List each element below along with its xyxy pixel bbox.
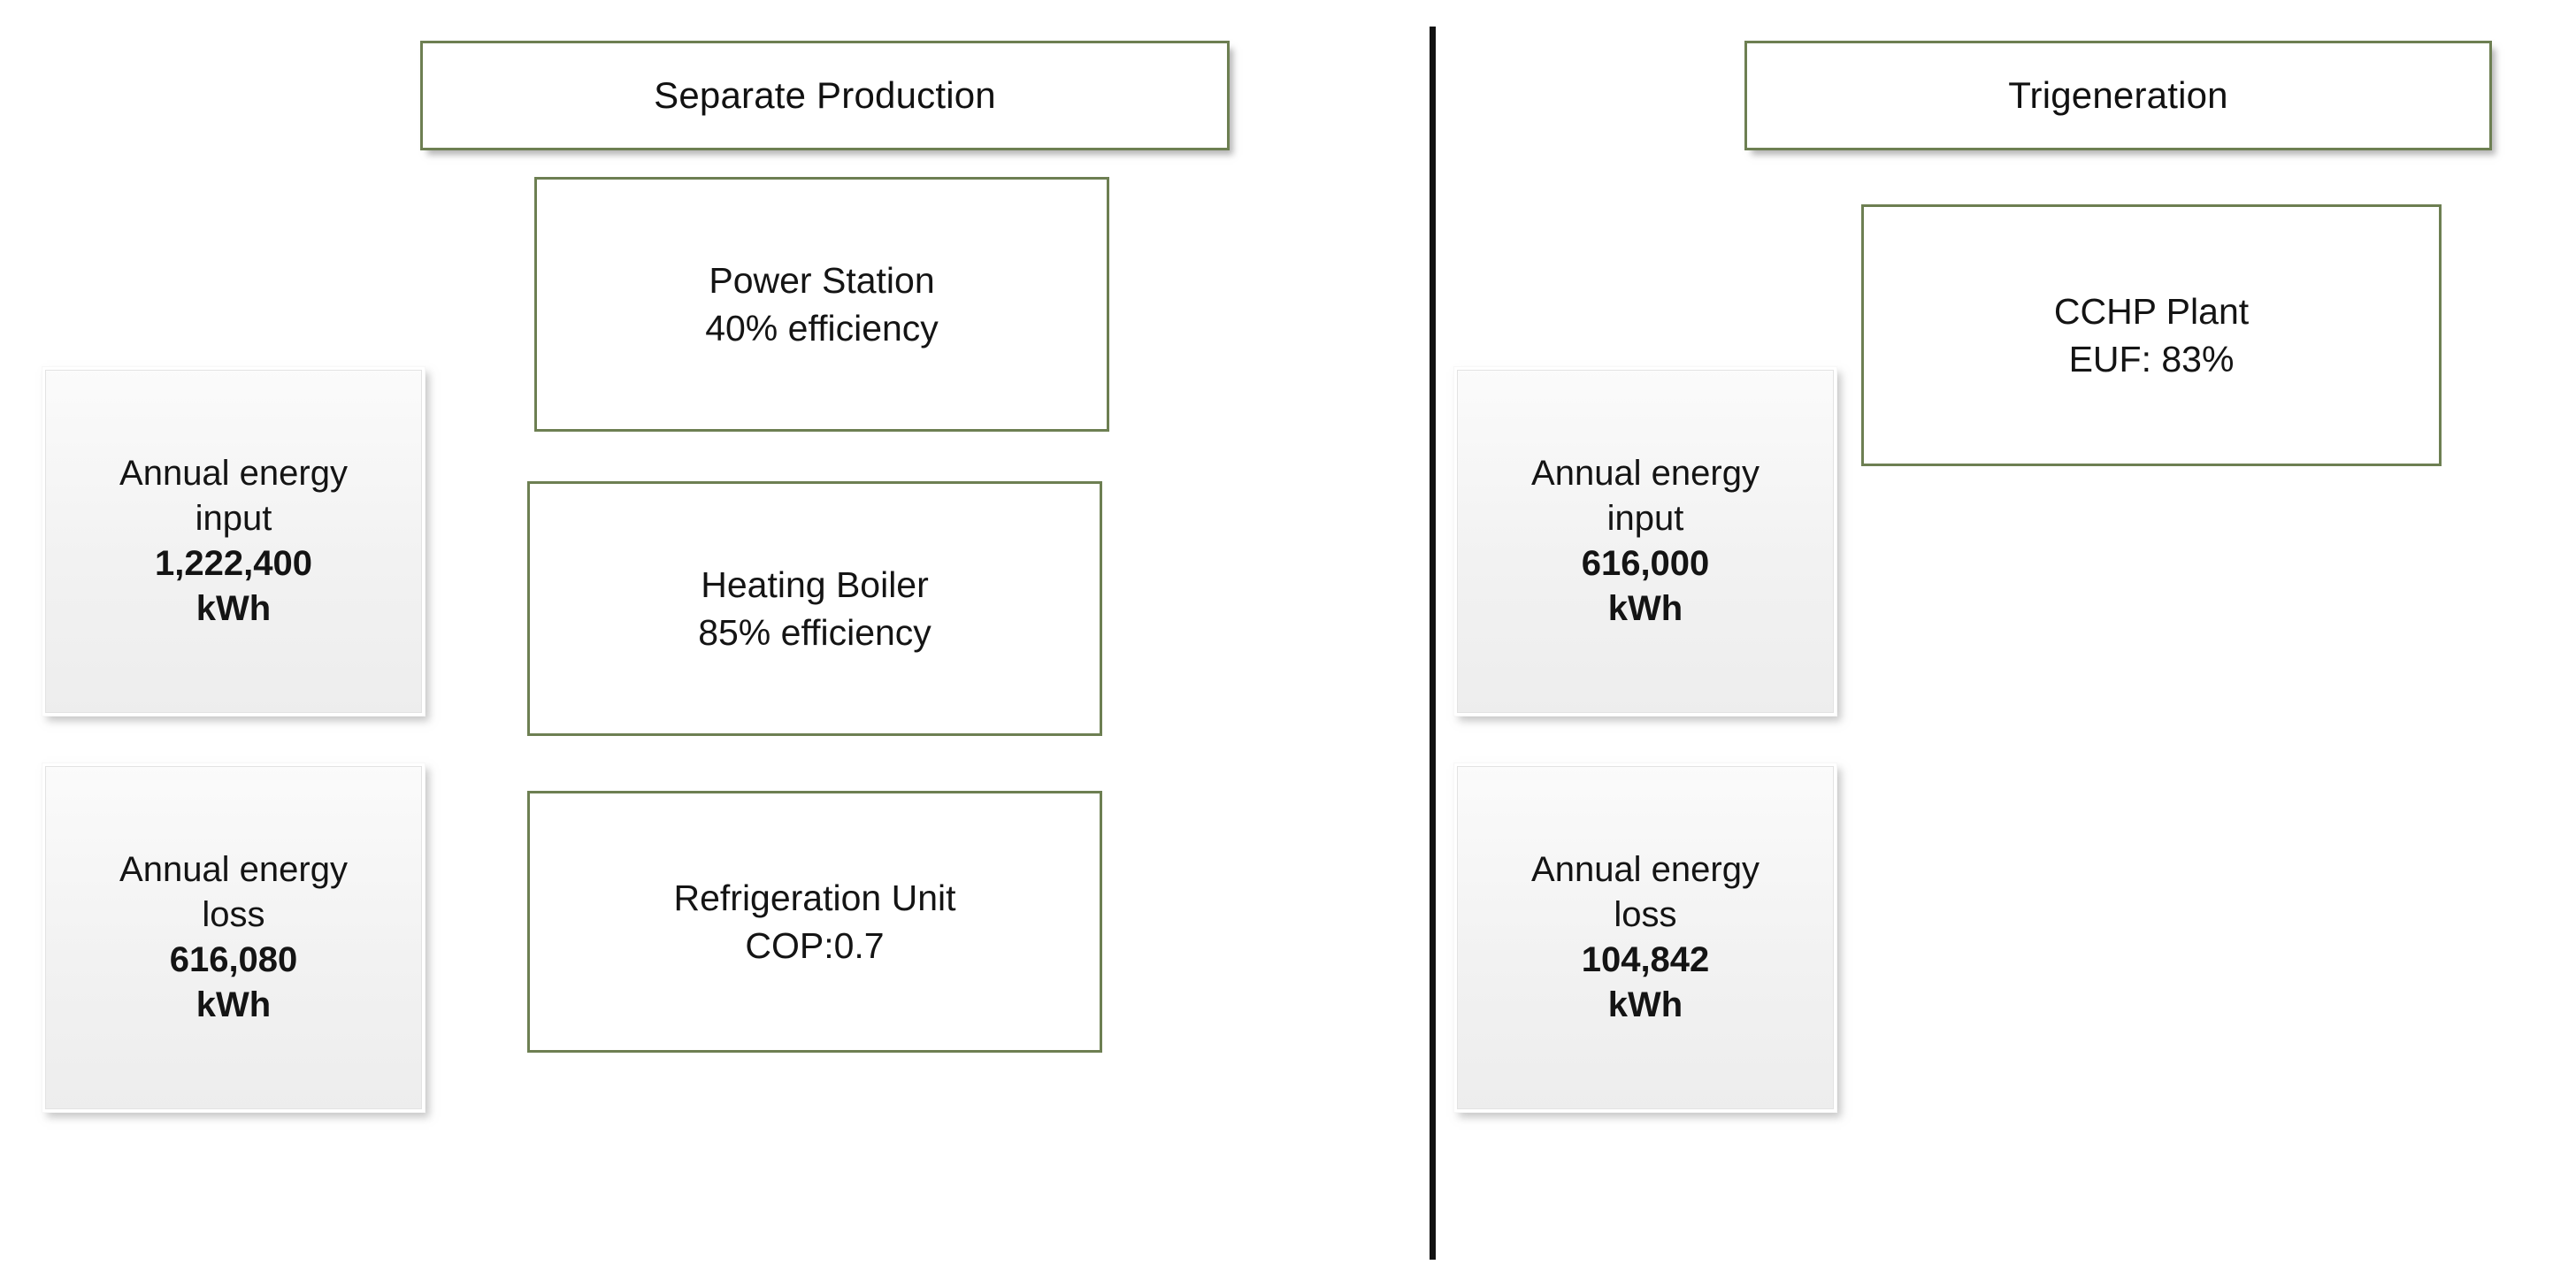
right-annual-energy-input-box: Annual energy input 616,000 kWh: [1453, 366, 1837, 717]
process-box-line2: 85% efficiency: [698, 612, 932, 653]
data-box-value: 616,080: [169, 940, 298, 979]
data-box-line1: Annual energy: [119, 453, 348, 493]
data-box-line2: loss: [202, 894, 265, 934]
data-box-line2: input: [1606, 498, 1684, 538]
right-annual-energy-loss-box: Annual energy loss 104,842 kWh: [1453, 763, 1837, 1113]
data-box-unit: kWh: [196, 985, 272, 1025]
process-box-cchp-plant: CCHP Plant EUF: 83%: [1861, 204, 2442, 466]
data-box-value: 616,000: [1581, 544, 1710, 583]
left-annual-energy-input-box: Annual energy input 1,222,400 kWh: [42, 366, 426, 717]
data-box-unit: kWh: [1607, 985, 1683, 1025]
data-box-value: 1,222,400: [155, 544, 312, 583]
left-annual-energy-loss-box: Annual energy loss 616,080 kWh: [42, 763, 426, 1113]
process-box-line1: CCHP Plant: [2053, 290, 2250, 332]
process-box-line1: Refrigeration Unit: [673, 877, 956, 918]
section-header-trigeneration: Trigeneration: [1744, 41, 2492, 150]
data-box-unit: kWh: [196, 589, 272, 629]
data-box-line1: Annual energy: [1531, 849, 1760, 889]
process-box-heating-boiler: Heating Boiler 85% efficiency: [527, 481, 1102, 736]
panel-divider: [1430, 27, 1436, 1260]
data-box-line2: loss: [1614, 894, 1677, 934]
data-box-value: 104,842: [1581, 940, 1710, 979]
process-box-line2: EUF: 83%: [2068, 339, 2235, 379]
data-box-unit: kWh: [1607, 589, 1683, 629]
section-header-label: Separate Production: [654, 73, 996, 116]
process-box-line1: Heating Boiler: [701, 563, 929, 605]
process-box-power-station: Power Station 40% efficiency: [534, 177, 1109, 432]
data-box-line2: input: [195, 498, 272, 538]
process-box-line2: COP:0.7: [745, 925, 885, 966]
data-box-line1: Annual energy: [1531, 453, 1760, 493]
process-box-refrigeration-unit: Refrigeration Unit COP:0.7: [527, 791, 1102, 1053]
section-header-label: Trigeneration: [2008, 73, 2228, 116]
data-box-line1: Annual energy: [119, 849, 348, 889]
process-box-line1: Power Station: [709, 259, 935, 301]
section-header-separate-production: Separate Production: [420, 41, 1230, 150]
process-box-line2: 40% efficiency: [705, 308, 939, 349]
